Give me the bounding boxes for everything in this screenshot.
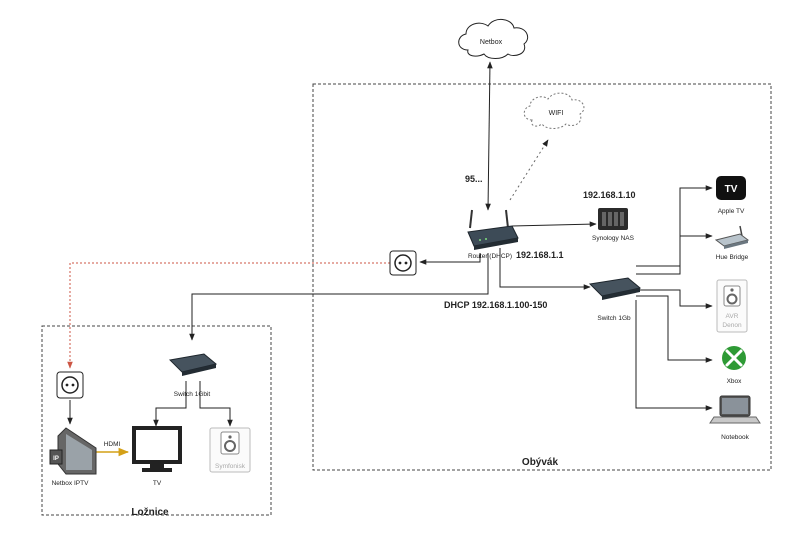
set-top-box-icon: IP bbox=[49, 427, 97, 475]
tv: TV bbox=[132, 426, 182, 487]
link-switch-notebook bbox=[635, 300, 713, 411]
router: Router (DHCP) 95... 192.168.1.1 DHCP 192… bbox=[444, 174, 564, 310]
apple-tv-label: Apple TV bbox=[718, 208, 745, 215]
nas-label: Synology NAS bbox=[592, 235, 635, 242]
switch-main-label: Switch 1Gb bbox=[597, 315, 631, 322]
zone-living-room-label: Obývák bbox=[522, 457, 559, 468]
xbox: Xbox bbox=[722, 346, 746, 385]
nas-icon bbox=[598, 208, 628, 230]
avr-denon: AVR Denon bbox=[716, 279, 748, 333]
link-router-nas bbox=[511, 221, 597, 227]
tv-icon bbox=[132, 426, 182, 472]
router-wan-ip: 95... bbox=[465, 174, 483, 184]
power-socket-icon bbox=[389, 250, 417, 276]
nas-ip: 192.168.1.10 bbox=[583, 190, 636, 200]
symfonisk: Symfonisk bbox=[209, 427, 251, 473]
xbox-label: Xbox bbox=[727, 378, 743, 385]
switch-bedroom-label: Switch 1Gbit bbox=[174, 391, 211, 398]
tv-label: TV bbox=[153, 480, 162, 487]
router-label: Router (DHCP) bbox=[468, 253, 512, 260]
link-socket-bedroom-socket bbox=[67, 262, 390, 369]
dhcp-range: DHCP 192.168.1.100-150 bbox=[444, 300, 547, 310]
power-socket-icon bbox=[56, 371, 84, 399]
power-socket-bedroom bbox=[56, 371, 84, 399]
avr-label-line1: AVR bbox=[726, 313, 739, 320]
link-switch-bedroom-tv bbox=[153, 381, 187, 427]
power-socket-living bbox=[389, 250, 417, 276]
speaker-icon bbox=[209, 427, 251, 473]
wifi-cloud: WIFI bbox=[523, 92, 585, 129]
apple-tv: TV Apple TV bbox=[716, 176, 746, 215]
link-switch-bedroom-symfonisk bbox=[199, 381, 233, 427]
zone-living-room bbox=[312, 83, 772, 471]
link-router-socket bbox=[419, 253, 481, 265]
notebook: Notebook bbox=[709, 395, 761, 441]
link-switch-appletv bbox=[636, 185, 713, 267]
apple-tv-screen-text: TV bbox=[725, 184, 738, 195]
switch-bedroom: Switch 1Gbit bbox=[168, 353, 218, 398]
link-router-wifi bbox=[509, 139, 549, 201]
synology-nas: 192.168.1.10 Synology NAS bbox=[583, 190, 636, 242]
hue-bridge: Hue Bridge bbox=[714, 225, 750, 261]
hue-bridge-label: Hue Bridge bbox=[716, 254, 749, 261]
link-switch-xbox bbox=[636, 295, 713, 363]
link-router-switch-bedroom bbox=[189, 253, 489, 341]
hue-bridge-icon bbox=[714, 225, 750, 249]
link-internet-router bbox=[485, 61, 493, 211]
netbox-iptv-label: Netbox IPTV bbox=[52, 480, 90, 487]
symfonisk-label: Symfonisk bbox=[215, 463, 246, 470]
link-switch-avr bbox=[636, 289, 713, 309]
link-switch-hue bbox=[636, 233, 713, 275]
netbox-iptv: IP Netbox IPTV bbox=[49, 427, 97, 487]
switch-icon bbox=[168, 353, 218, 376]
zone-bedroom-label: Ložnice bbox=[131, 507, 169, 518]
wifi-cloud-label: WIFI bbox=[549, 110, 564, 117]
speaker-icon bbox=[716, 279, 748, 333]
internet-cloud: Netbox bbox=[458, 19, 529, 59]
apple-tv-icon: TV bbox=[716, 176, 746, 200]
link-router-switch-main bbox=[499, 248, 591, 290]
notebook-label: Notebook bbox=[721, 434, 750, 441]
switch-icon bbox=[588, 277, 642, 300]
router-icon bbox=[467, 209, 519, 250]
internet-cloud-label: Netbox bbox=[480, 39, 503, 46]
zone-bedroom bbox=[41, 325, 272, 516]
xbox-icon bbox=[722, 346, 746, 370]
iptv-badge: IP bbox=[53, 456, 59, 462]
notebook-icon bbox=[709, 395, 761, 424]
router-lan-ip: 192.168.1.1 bbox=[516, 250, 564, 260]
avr-label-line2: Denon bbox=[722, 322, 742, 329]
hdmi-label: HDMI bbox=[104, 441, 121, 448]
switch-main: Switch 1Gb bbox=[588, 277, 642, 322]
